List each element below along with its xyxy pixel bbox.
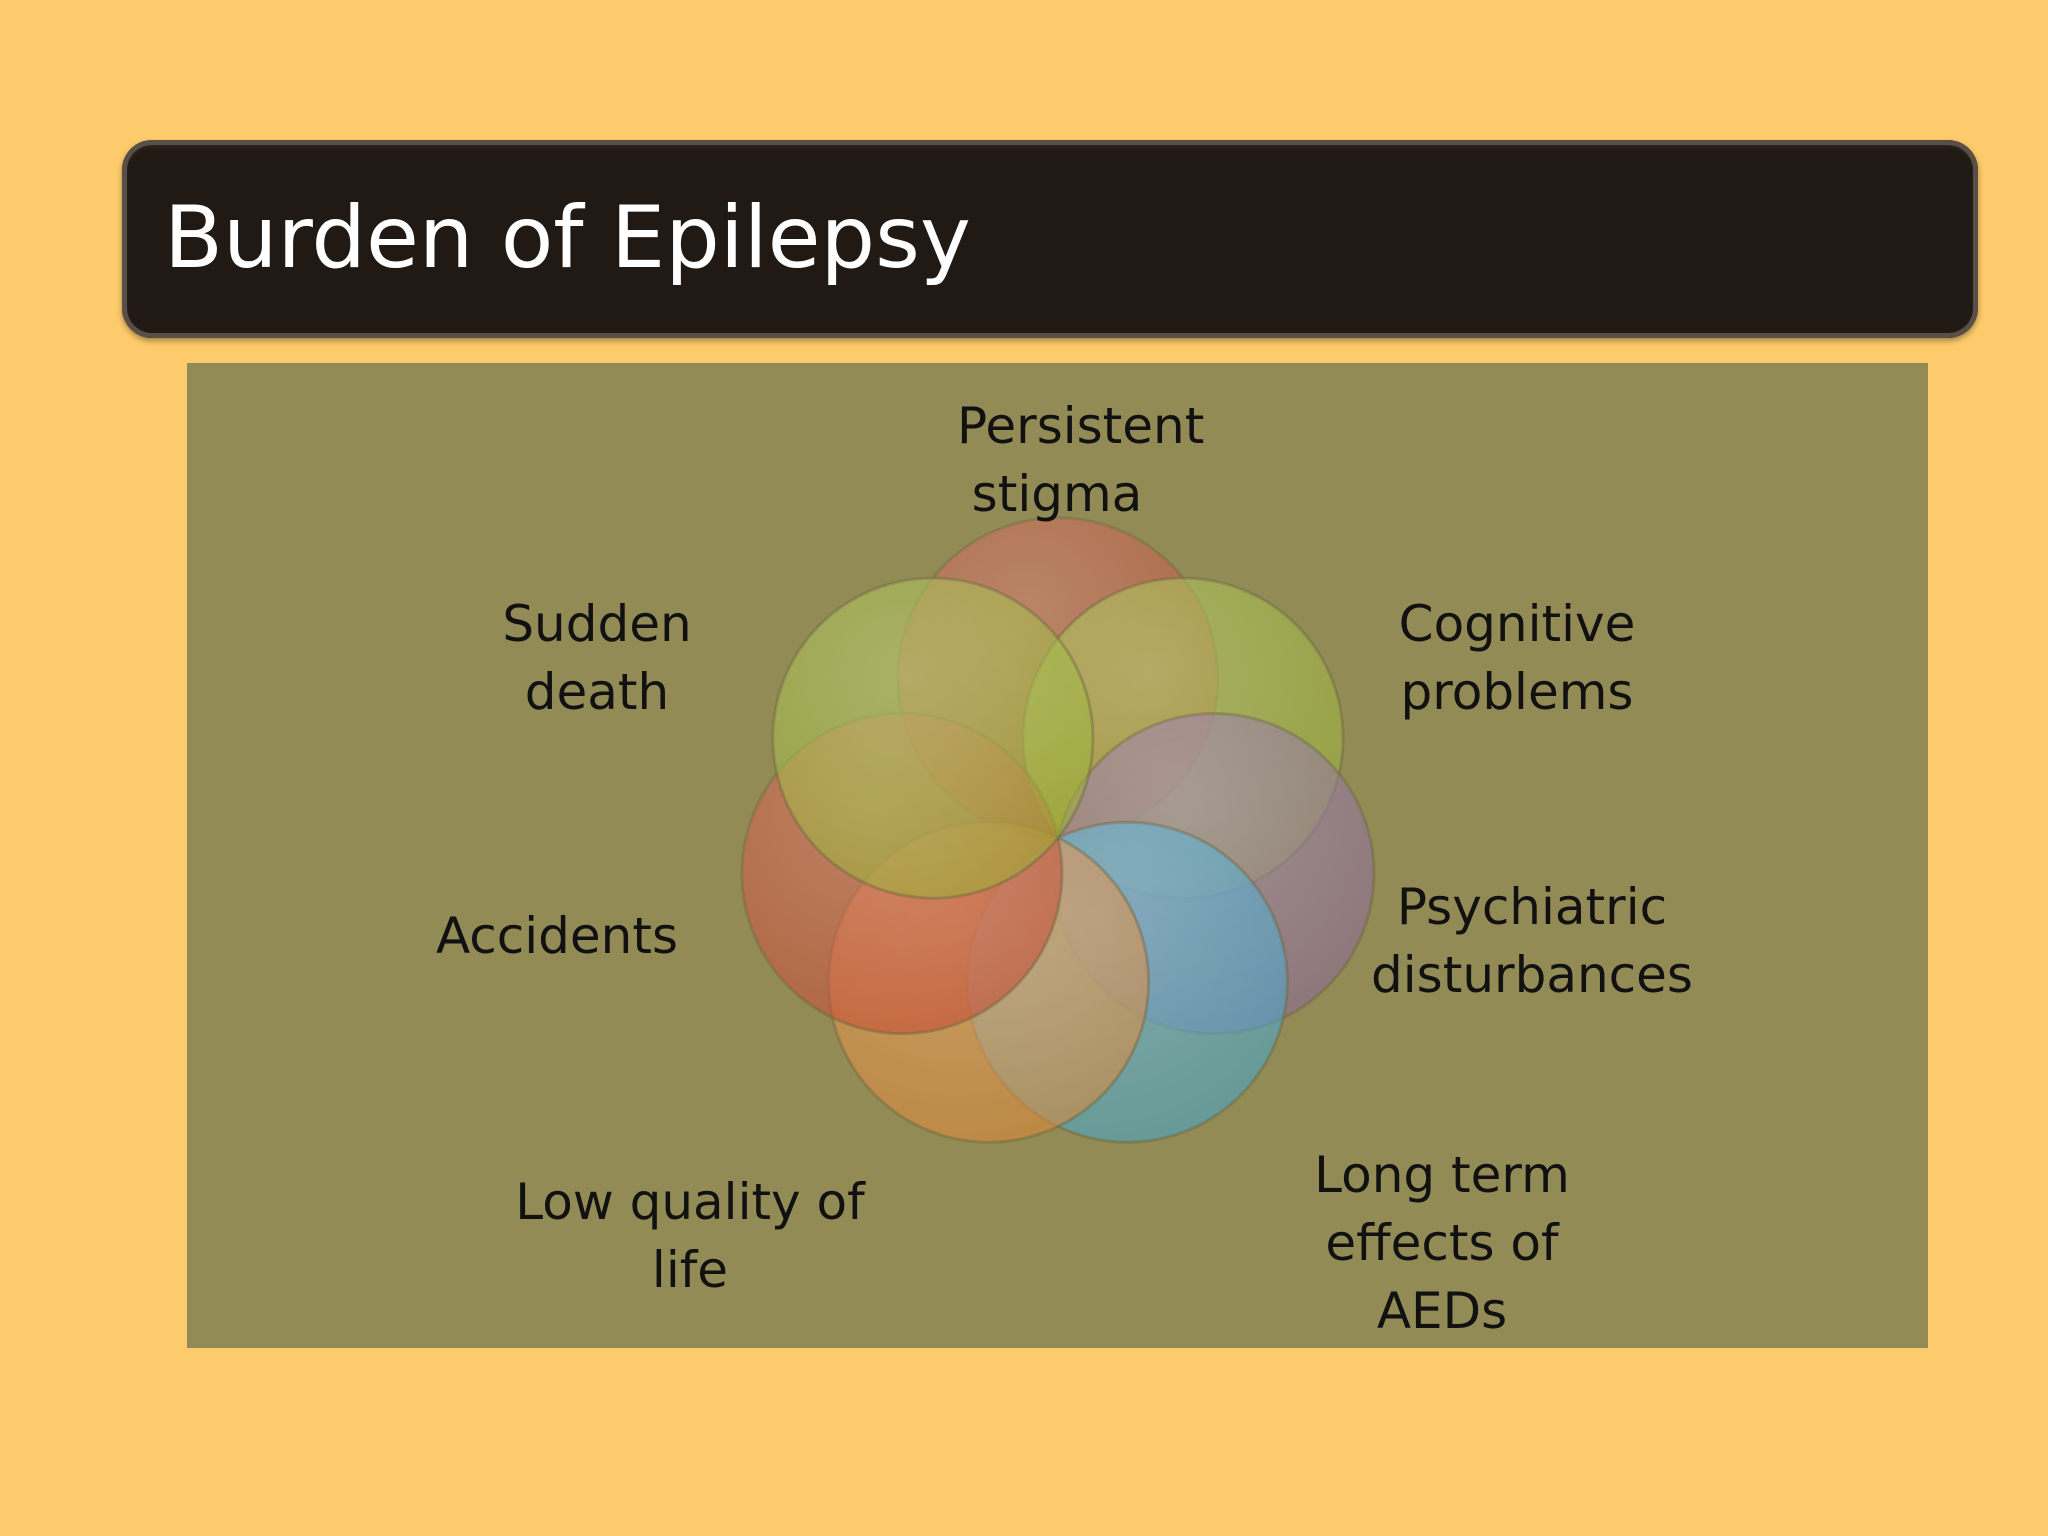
venn-circle-highlight xyxy=(772,578,1093,899)
label-line: disturbances xyxy=(1371,946,1693,1004)
diagram-area: Persistent stigma Cognitive problems Psy… xyxy=(187,363,1928,1348)
label-line: effects of xyxy=(1325,1214,1559,1272)
label-line: Sudden xyxy=(502,595,692,653)
venn-diagram xyxy=(740,516,1376,1144)
label-line: Accidents xyxy=(435,907,679,965)
label-cognitive-problems: Cognitive problems xyxy=(1397,590,1637,726)
label-line: Low quality of xyxy=(515,1173,865,1231)
label-psychiatric-disturbances: Psychiatric disturbances xyxy=(1367,873,1697,1009)
label-long-term-effects: Long term effects of AEDs xyxy=(1292,1141,1592,1345)
label-line: Persistent xyxy=(957,397,1205,455)
page-title: Burden of Epilepsy xyxy=(164,188,971,288)
label-persistent-stigma: Persistent stigma xyxy=(957,392,1205,528)
label-line: AEDs xyxy=(1376,1282,1508,1340)
label-line: Psychiatric xyxy=(1396,878,1668,936)
label-low-quality-of-life: Low quality of life xyxy=(500,1168,880,1304)
label-line: Long term xyxy=(1314,1146,1570,1204)
label-sudden-death: Sudden death xyxy=(487,590,707,726)
label-line: Cognitive xyxy=(1398,595,1636,653)
label-line: death xyxy=(524,663,670,721)
label-line: stigma xyxy=(971,465,1143,523)
title-bar: Burden of Epilepsy xyxy=(122,140,1978,338)
label-line: problems xyxy=(1400,663,1634,721)
label-accidents: Accidents xyxy=(427,902,687,970)
label-line: life xyxy=(651,1241,729,1299)
